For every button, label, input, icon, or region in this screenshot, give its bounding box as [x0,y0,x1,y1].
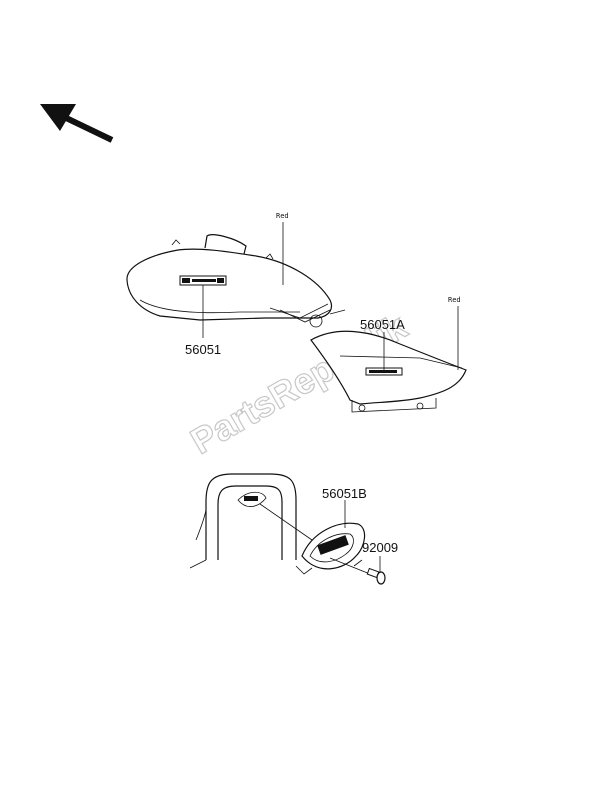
tank-emblem [179,275,227,286]
part-number-56051b: 56051B [322,486,367,501]
fuel-tank-illustration [126,234,346,328]
part-number-56051a: 56051A [360,317,405,332]
badge-emblem [295,522,366,575]
screw-icon [366,567,386,585]
front-direction-arrow-icon [40,104,114,143]
tank-color-label: Red [276,212,289,220]
seat-frame-illustration [189,473,297,569]
part-number-56051: 56051 [185,342,221,357]
part-number-92009: 92009 [362,540,398,555]
badge-mount-leader [259,503,313,541]
screw-axis-line [329,557,371,575]
side-cover-color-label: Red [448,296,461,304]
